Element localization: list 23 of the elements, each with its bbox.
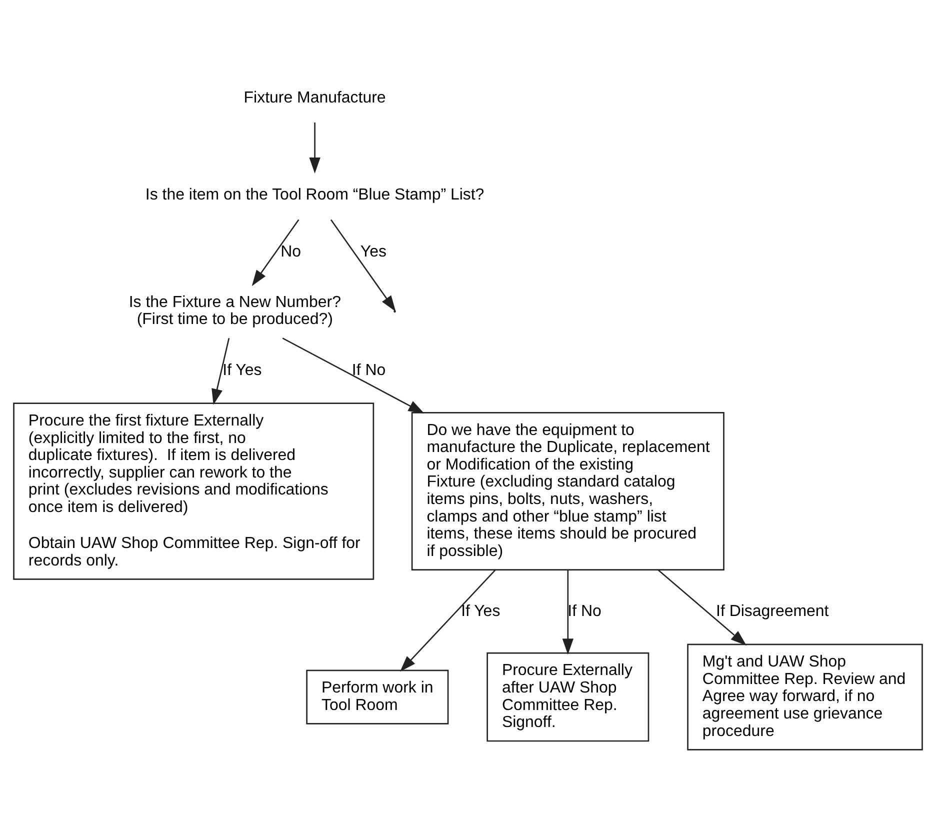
arrow <box>658 568 747 646</box>
edge-label: If Yes <box>461 602 500 620</box>
node-box: Do we have the equipment to manufacture the Duplicate, replacement or Modification of the existing Fixture (excluding standard catalog items pins, bolts, nuts, washers, clamps and other “blue stamp” list items, these items should be procured if possible) <box>411 412 724 570</box>
edge-label: If Disagreement <box>716 602 829 620</box>
arrow <box>309 122 320 174</box>
node-box: Perform work in Tool Room <box>306 669 449 724</box>
node-box: Mg't and UAW Shop Committee Rep. Review and Agree way forward, if no agreement use grievance procedure <box>687 643 923 750</box>
arrow <box>252 218 300 286</box>
node-text: Fixture Manufacture <box>244 88 386 106</box>
node-text: Is the item on the Tool Room “Blue Stamp” List? <box>145 186 484 204</box>
edge-label: No <box>280 242 302 260</box>
edge-label: If No <box>352 361 386 378</box>
node-text: Is the Fixture a New Number? (First time to be produced?) <box>128 293 341 328</box>
arrow <box>400 569 496 672</box>
arrow <box>212 338 230 404</box>
edge-label: If Yes <box>222 361 262 378</box>
node-box: Procure Externally after UAW Shop Committee Rep. Signoff. <box>486 652 650 742</box>
node-box: Procure the first fixture Externally (explicitly limited to the first, no duplicate fixtures). If item is delivered incorrectly, supplier can rework to the print (excludes revisions and modifications once item is delivered) Obtain UAW Shop Committee Rep. Sign-off for records only. <box>13 402 374 580</box>
arrow <box>282 337 424 414</box>
arrow <box>330 218 396 312</box>
edge-label: Yes <box>360 242 386 260</box>
edge-label: If No <box>568 602 602 620</box>
arrow <box>562 569 574 654</box>
